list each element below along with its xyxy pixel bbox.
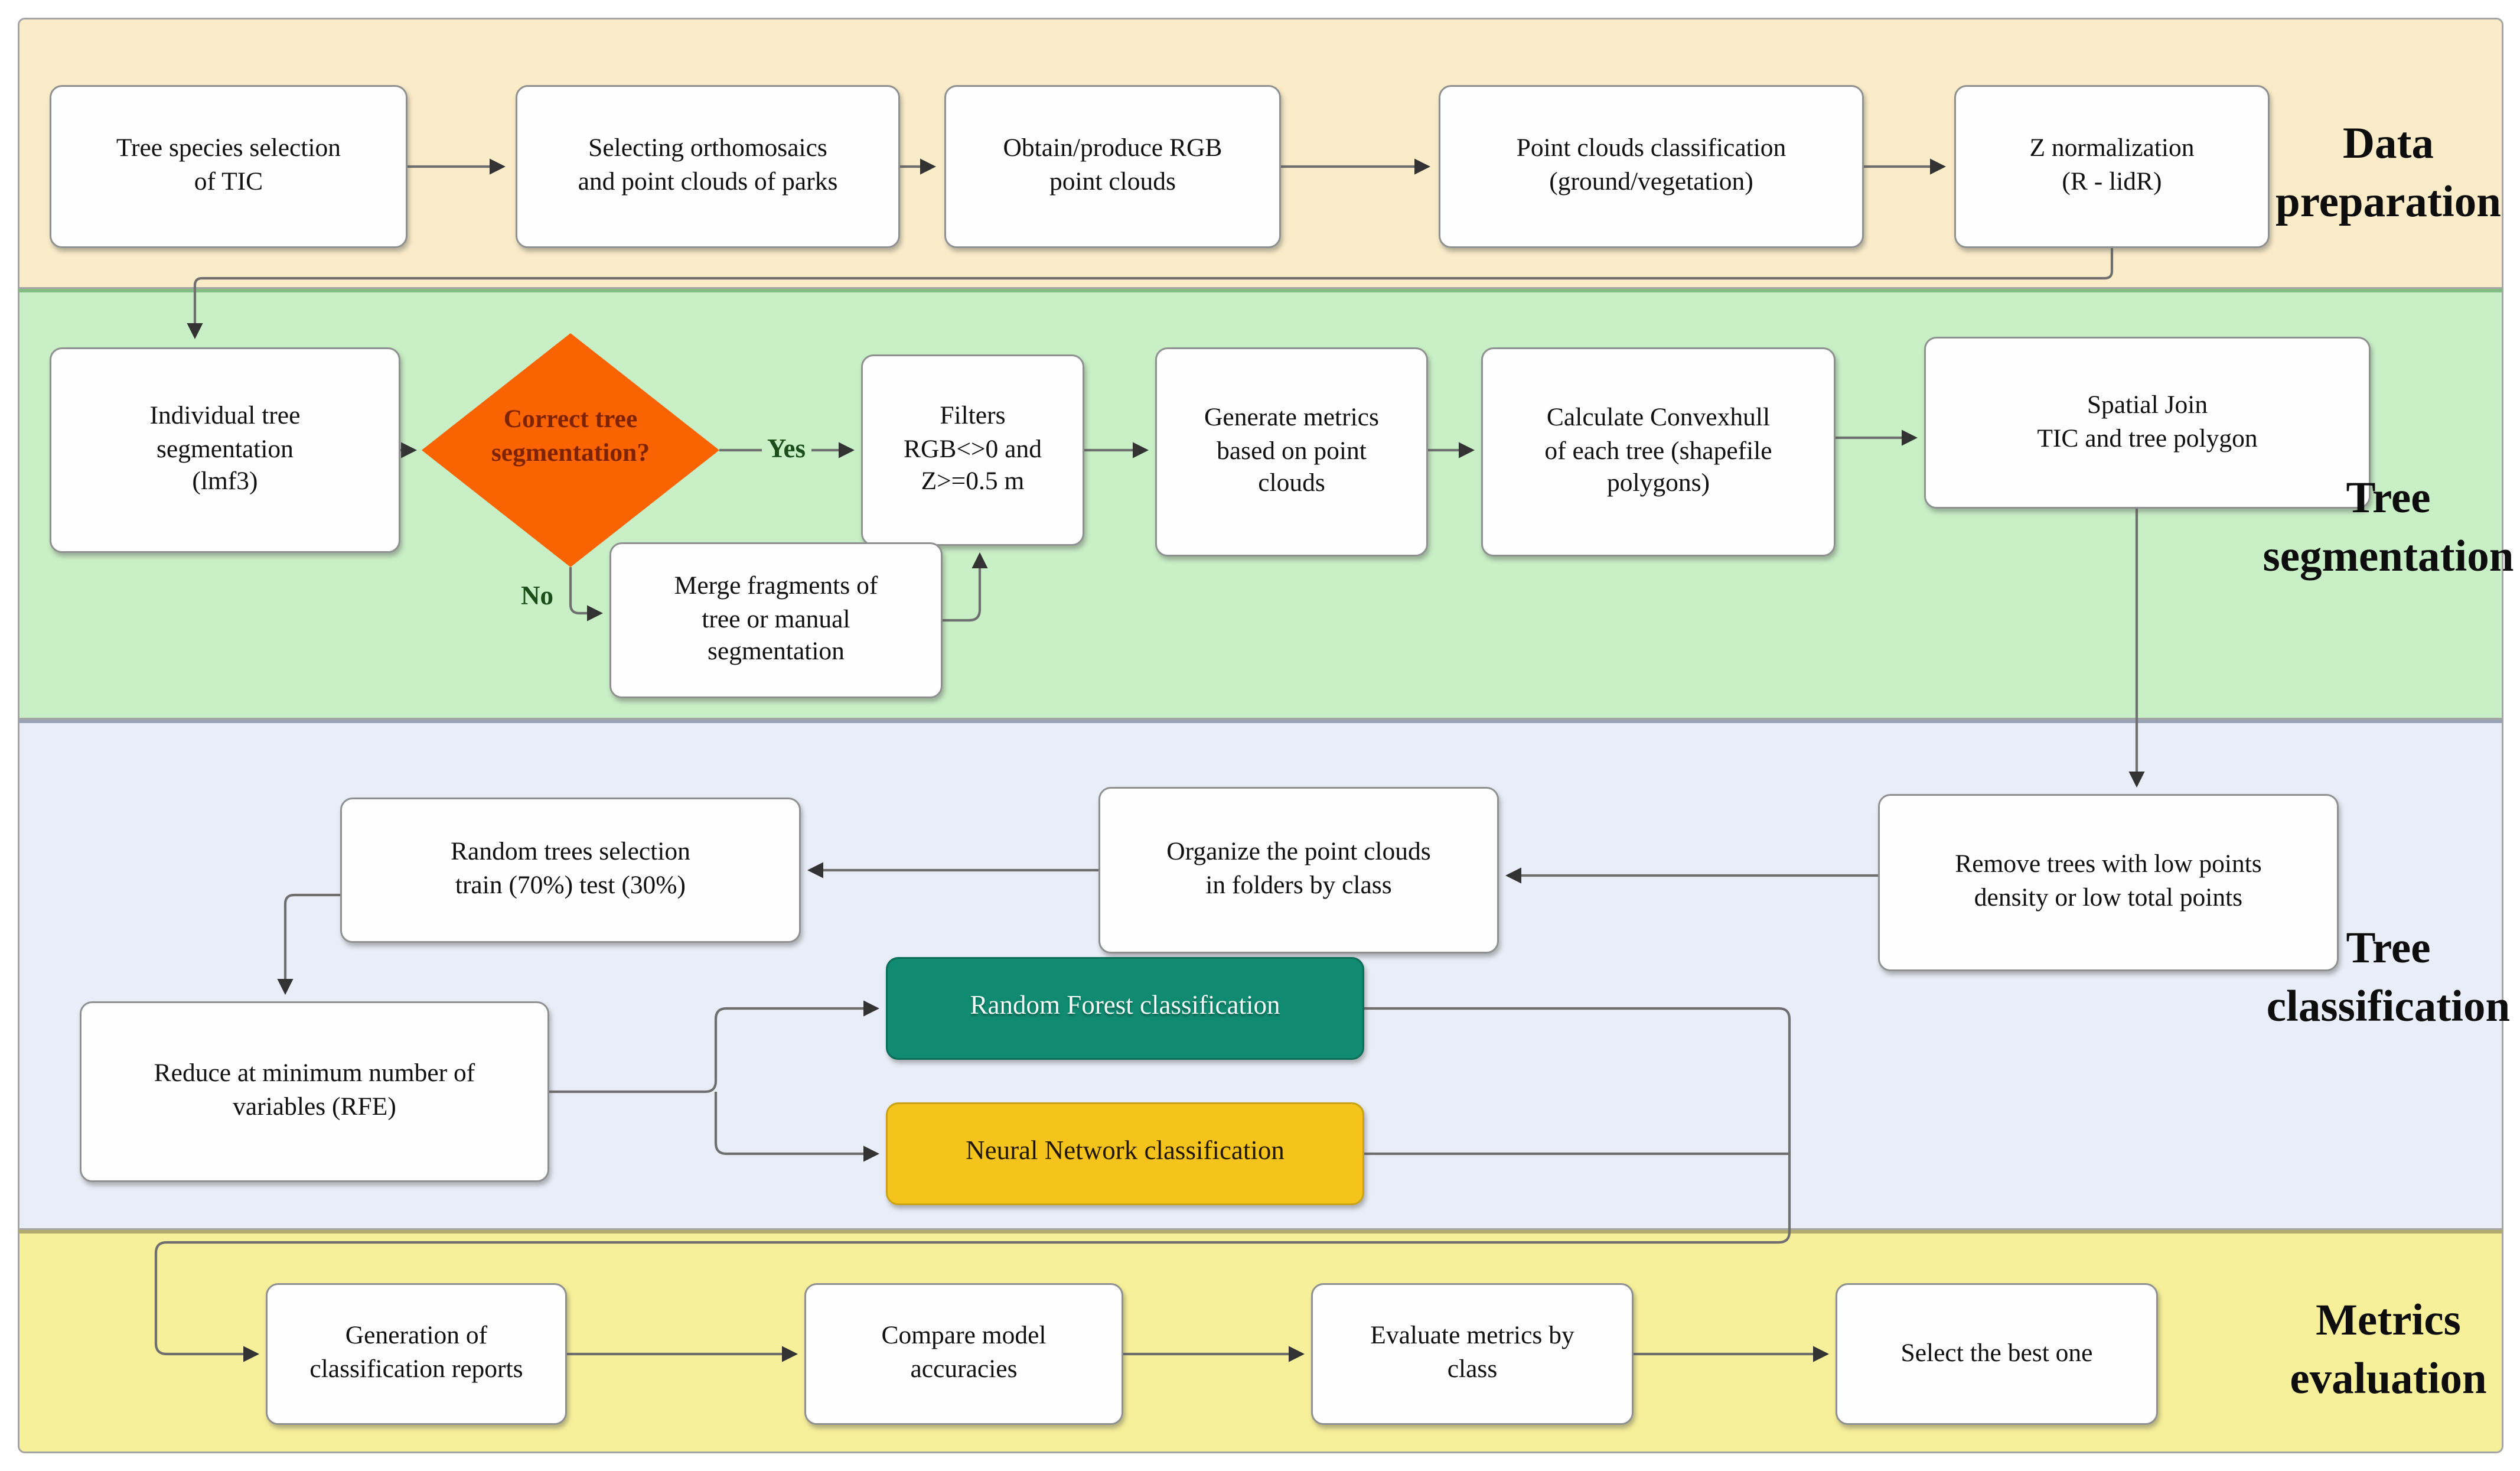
node-select-the-best-one: Select the best one — [1836, 1283, 2158, 1425]
node-spatial-join: Spatial Join TIC and tree polygon — [1924, 337, 2371, 509]
node-filters: Filters RGB<>0 and Z>=0.5 m — [861, 354, 1084, 546]
node-evaluate-metrics-by-class: Evaluate metrics by class — [1311, 1283, 1634, 1425]
node-random-trees-selection: Random trees selection train (70%) test … — [340, 798, 801, 943]
node-obtain-rgb-point-clouds: Obtain/produce RGB point clouds — [944, 85, 1281, 248]
label-tree-segmentation: Tree segmentation — [2263, 475, 2514, 581]
node-generate-metrics: Generate metrics based on point clouds — [1155, 347, 1428, 556]
node-selecting-orthomosaics: Selecting orthomosaics and point clouds … — [516, 85, 900, 248]
edge-label-yes: Yes — [762, 437, 811, 464]
node-z-normalization: Z normalization (R - lidR) — [1954, 85, 2270, 248]
node-random-forest-classification: Random Forest classification — [886, 957, 1364, 1060]
node-tree-species-selection: Tree species selection of TIC — [50, 85, 407, 248]
node-remove-low-density-trees: Remove trees with low points density or … — [1878, 794, 2339, 971]
node-calculate-convexhull: Calculate Convexhull of each tree (shape… — [1481, 347, 1836, 556]
decision-correct-segmentation-label: Correct tree segmentation? — [491, 406, 650, 468]
node-generation-classification-reports: Generation of classification reports — [266, 1283, 567, 1425]
node-point-clouds-classification: Point clouds classification (ground/vege… — [1439, 85, 1864, 248]
label-tree-classification: Tree classification — [2266, 925, 2511, 1031]
node-merge-fragments: Merge fragments of tree or manual segmen… — [609, 542, 943, 698]
node-individual-tree-segmentation: Individual tree segmentation (lmf3) — [50, 347, 400, 553]
node-compare-model-accuracies: Compare model accuracies — [804, 1283, 1123, 1425]
label-data-preparation: Data preparation — [2275, 121, 2501, 226]
node-neural-network-classification: Neural Network classification — [886, 1102, 1364, 1205]
node-organize-point-clouds: Organize the point clouds in folders by … — [1098, 787, 1499, 953]
label-metrics-evaluation: Metrics evaluation — [2290, 1297, 2487, 1403]
node-reduce-variables-rfe: Reduce at minimum number of variables (R… — [80, 1001, 549, 1182]
edge-label-no: No — [516, 584, 559, 611]
